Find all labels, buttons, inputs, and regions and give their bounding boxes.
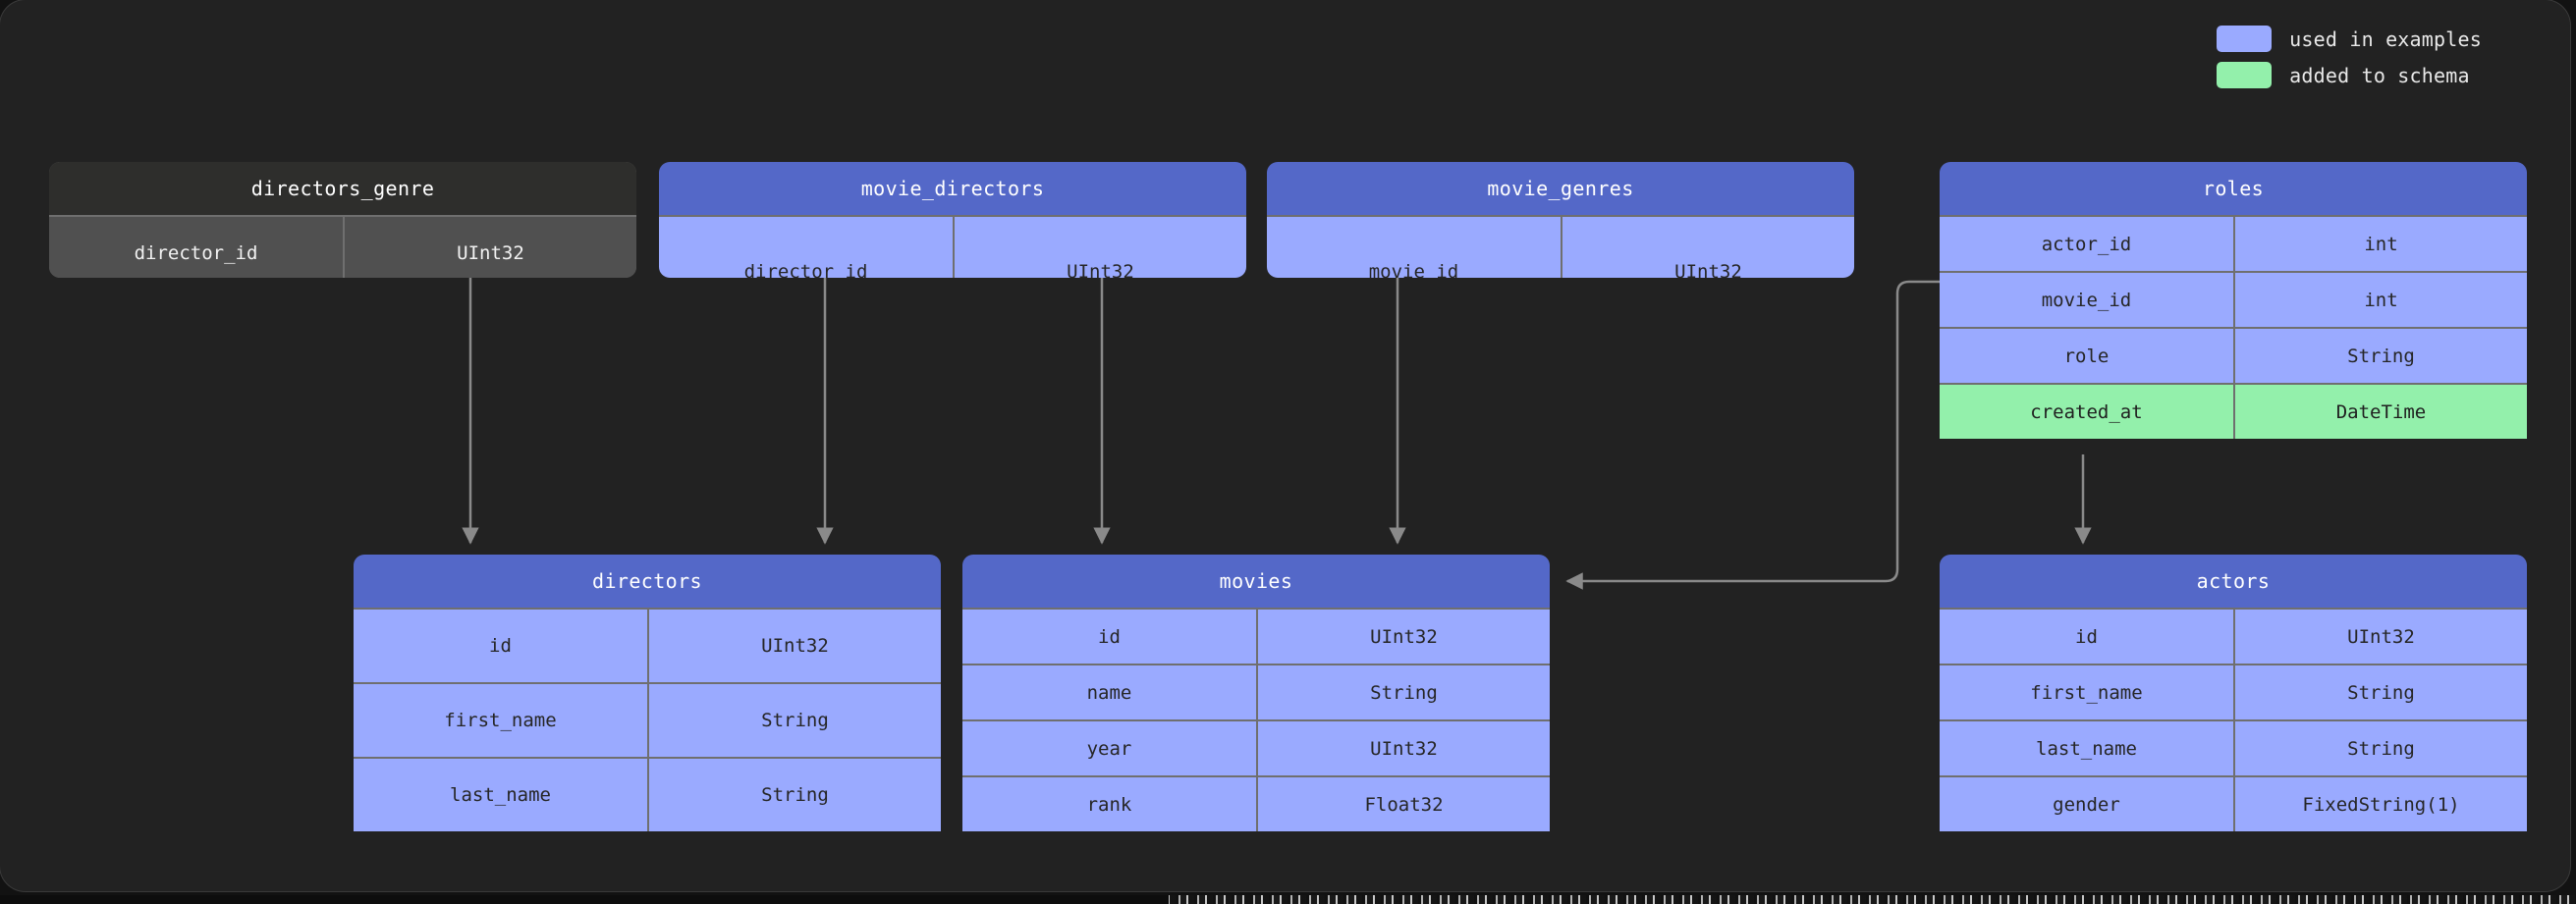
table-actors[interactable]: actors id UInt32 first_name String last_…	[1940, 555, 2527, 847]
table-row[interactable]: movie_id int	[1940, 271, 2527, 327]
table-directors-genre[interactable]: directors_genre director_id UInt32 genre…	[49, 162, 636, 278]
table-title-roles: roles	[1940, 162, 2527, 215]
table-title-movie-directors: movie_directors	[659, 162, 1246, 215]
column-name: movie_id	[2041, 289, 2132, 311]
column-type: UInt32	[1256, 721, 1550, 775]
table-row[interactable]: actor_id int	[1940, 215, 2527, 271]
column-name: id	[489, 635, 512, 657]
table-title-directors: directors	[354, 555, 941, 608]
column-name: rank	[1086, 793, 1132, 816]
table-row[interactable]: first_name String	[1940, 664, 2527, 719]
legend-item-added-to-schema: added to schema	[2217, 62, 2482, 88]
table-roles[interactable]: roles actor_id int movie_id int role Str…	[1940, 162, 2527, 454]
table-movie-directors[interactable]: movie_directors director_id UInt32 movie…	[659, 162, 1246, 278]
table-row[interactable]: rank Float32	[962, 775, 1550, 831]
table-row[interactable]: role String	[1940, 327, 2527, 383]
column-name: first_name	[2030, 681, 2143, 704]
legend-label-added-to-schema: added to schema	[2289, 63, 2470, 87]
table-movies[interactable]: movies id UInt32 name String year UInt32…	[962, 555, 1550, 847]
table-row[interactable]: last_name String	[354, 757, 941, 831]
column-type: Float32	[1256, 777, 1550, 831]
column-type: String	[647, 684, 941, 757]
column-type: UInt32	[1256, 610, 1550, 664]
column-type: FixedString(1)	[2233, 777, 2527, 831]
column-type: UInt32	[343, 217, 636, 278]
column-type: String	[2233, 665, 2527, 719]
column-type: UInt32	[1561, 217, 1854, 278]
column-type: UInt32	[647, 610, 941, 682]
edge-roles-to-movies	[1565, 280, 1940, 590]
column-type: String	[647, 759, 941, 831]
table-row-added[interactable]: created_at DateTime	[1940, 383, 2527, 439]
column-name: last_name	[450, 784, 551, 806]
column-name: actor_id	[2041, 233, 2132, 255]
legend-label-used-in-examples: used in examples	[2289, 27, 2482, 51]
table-row[interactable]: first_name String	[354, 682, 941, 757]
column-type: UInt32	[2233, 610, 2527, 664]
column-name: director_id	[743, 261, 868, 278]
table-row[interactable]: year UInt32	[962, 719, 1550, 775]
column-name: first_name	[444, 710, 557, 731]
table-title-movies: movies	[962, 555, 1550, 608]
column-type: String	[2233, 721, 2527, 775]
column-name: role	[2063, 345, 2110, 367]
column-name: gender	[2053, 793, 2120, 816]
column-type: String	[2233, 329, 2527, 383]
bottom-noise-strip-left	[0, 895, 1169, 904]
table-row[interactable]: last_name String	[1940, 719, 2527, 775]
table-row[interactable]: name String	[962, 664, 1550, 719]
bottom-noise-strip	[0, 895, 2576, 904]
legend-swatch-used-in-examples	[2217, 26, 2273, 52]
column-type: int	[2233, 217, 2527, 271]
column-name: name	[1086, 681, 1132, 704]
column-name: director_id	[134, 242, 258, 264]
table-row[interactable]: id UInt32	[962, 608, 1550, 664]
column-type: UInt32	[953, 217, 1246, 278]
table-row[interactable]: id UInt32	[1940, 608, 2527, 664]
table-movie-genres[interactable]: movie_genres movie_id UInt32 genre Strin…	[1267, 162, 1854, 278]
table-title-movie-genres: movie_genres	[1267, 162, 1854, 215]
column-type: String	[1256, 665, 1550, 719]
table-directors[interactable]: directors id UInt32 first_name String la…	[354, 555, 941, 847]
legend-item-used-in-examples: used in examples	[2217, 26, 2482, 52]
table-title-actors: actors	[1940, 555, 2527, 608]
column-type: int	[2233, 273, 2527, 327]
column-type: DateTime	[2233, 385, 2527, 439]
column-name: year	[1086, 737, 1132, 760]
table-title-directors-genre: directors_genre	[49, 162, 636, 215]
column-name: last_name	[2036, 737, 2137, 760]
column-name: id	[1098, 625, 1121, 648]
table-row[interactable]: director_id UInt32	[659, 215, 1246, 278]
legend: used in examples added to schema	[2217, 26, 2482, 88]
legend-swatch-added-to-schema	[2217, 62, 2273, 88]
table-row[interactable]: director_id UInt32	[49, 215, 636, 278]
table-row[interactable]: gender FixedString(1)	[1940, 775, 2527, 831]
table-row[interactable]: id UInt32	[354, 608, 941, 682]
column-name: created_at	[2030, 400, 2143, 423]
column-name: movie_id	[1368, 261, 1459, 278]
table-row[interactable]: movie_id UInt32	[1267, 215, 1854, 278]
column-name: id	[2075, 625, 2098, 648]
